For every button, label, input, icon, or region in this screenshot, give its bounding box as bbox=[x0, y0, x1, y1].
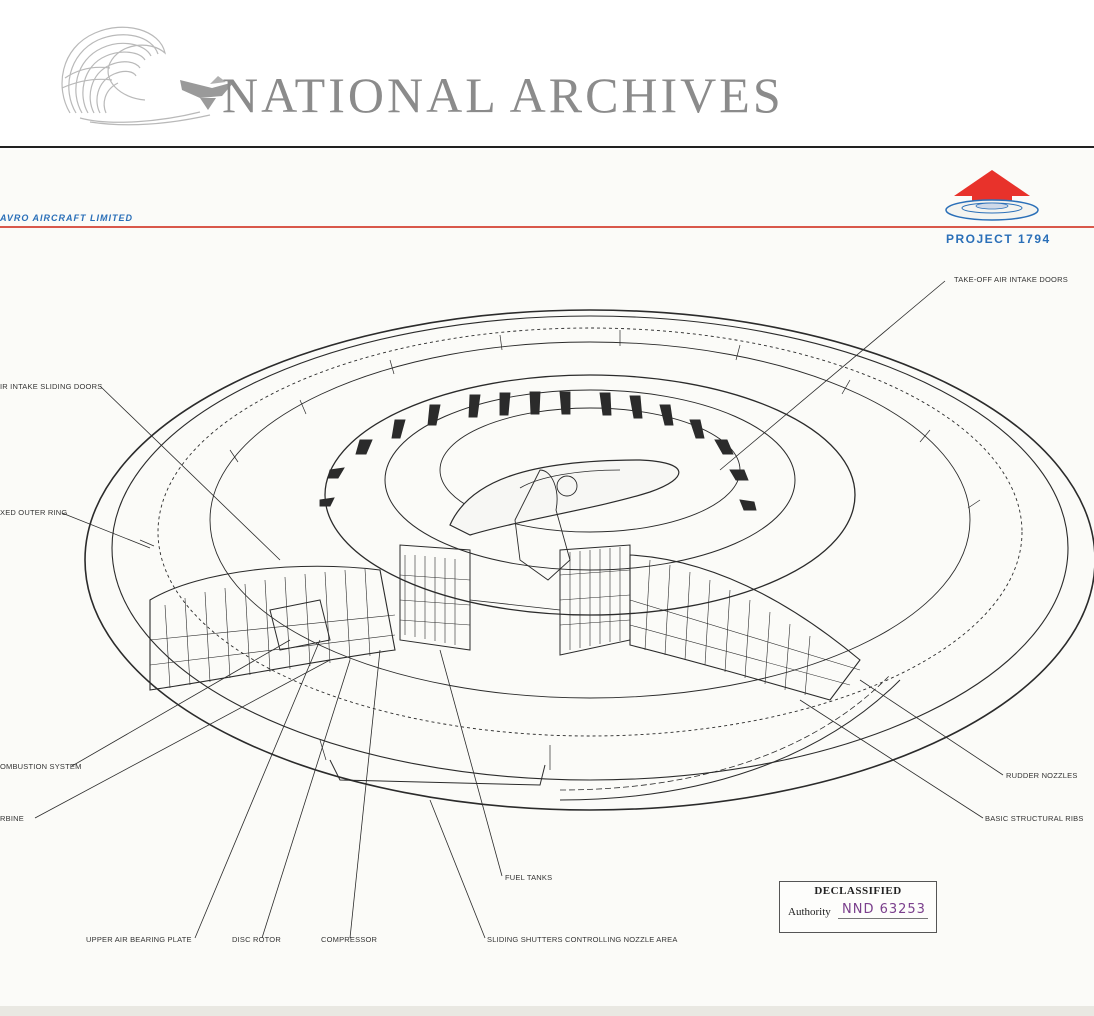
up-arrow-saucer-icon bbox=[945, 170, 1039, 221]
label-turbine: RBINE bbox=[0, 814, 24, 823]
eagle-wave-icon bbox=[61, 26, 234, 126]
project-label: PROJECT 1794 bbox=[946, 232, 1051, 246]
label-upper-air-bearing-plate: UPPER AIR BEARING PLATE bbox=[86, 935, 192, 944]
archives-header: NATIONAL ARCHIVES bbox=[0, 0, 1094, 148]
label-fixed-outer-ring: XED OUTER RING bbox=[0, 508, 68, 517]
stamp-authority-number: NND 63253 bbox=[842, 902, 926, 917]
company-name: AVRO AIRCRAFT LIMITED bbox=[0, 213, 133, 223]
label-basic-structural-ribs: BASIC STRUCTURAL RIBS bbox=[985, 814, 1084, 823]
label-take-off-air-intake-doors: TAKE-OFF AIR INTAKE DOORS bbox=[954, 275, 1068, 284]
label-disc-rotor: DISC ROTOR bbox=[232, 935, 281, 944]
stamp-authority-label: Authority bbox=[788, 906, 831, 918]
archives-title: NATIONAL ARCHIVES bbox=[222, 67, 784, 123]
header-divider bbox=[0, 146, 1094, 148]
label-compressor: COMPRESSOR bbox=[321, 935, 378, 944]
declassified-stamp: DECLASSIFIED Authority NND 63253 bbox=[779, 881, 937, 933]
drawing-sheet bbox=[0, 150, 1094, 1016]
stamp-signature-line bbox=[838, 918, 928, 919]
stamp-title: DECLASSIFIED bbox=[814, 885, 902, 897]
label-combustion-system: OMBUSTION SYSTEM bbox=[0, 762, 82, 771]
sheet-bottom-edge bbox=[0, 1006, 1094, 1016]
label-air-intake-sliding-doors: IR INTAKE SLIDING DOORS bbox=[0, 382, 103, 391]
label-sliding-shutters: SLIDING SHUTTERS CONTROLLING NOZZLE AREA bbox=[487, 935, 678, 944]
title-rule bbox=[0, 226, 1094, 228]
label-fuel-tanks: FUEL TANKS bbox=[505, 873, 553, 882]
label-rudder-nozzles: RUDDER NOZZLES bbox=[1006, 771, 1078, 780]
